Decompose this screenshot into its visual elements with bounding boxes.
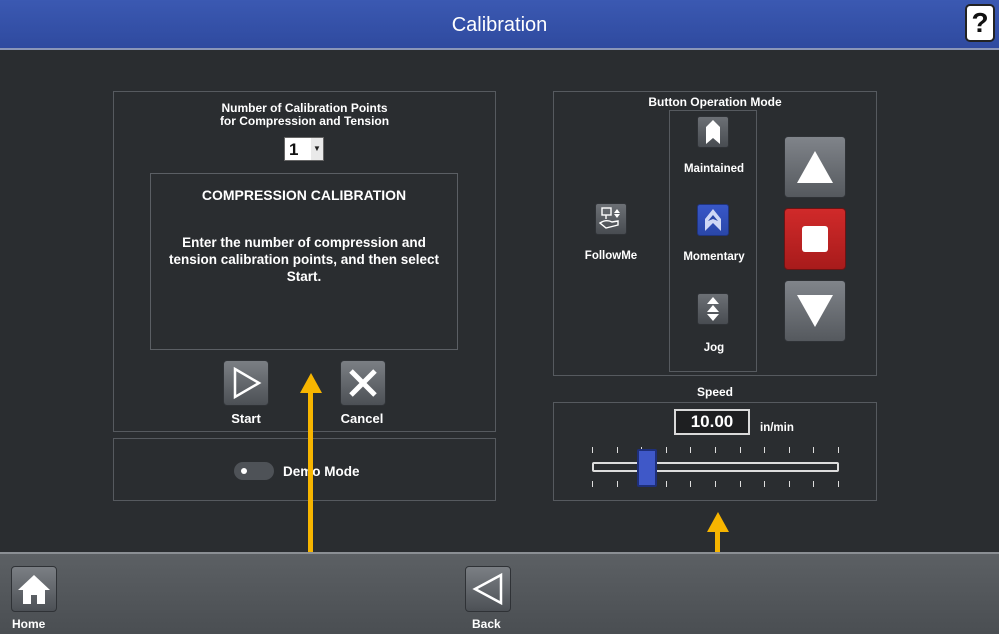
button-operation-title: Button Operation Mode — [648, 95, 782, 109]
slider-tick — [789, 481, 790, 487]
annotation-arrow-head — [707, 512, 729, 532]
slider-tick — [666, 481, 667, 487]
speed-slider-track[interactable] — [592, 462, 839, 472]
maintained-icon — [706, 120, 720, 144]
momentary-icon — [705, 209, 721, 231]
home-icon — [18, 575, 50, 604]
maintained-label: Maintained — [683, 163, 745, 175]
slider-tick — [617, 447, 618, 453]
chevron-down-icon: ▼ — [311, 138, 323, 160]
back-button[interactable] — [465, 566, 511, 612]
demo-mode-panel — [113, 438, 496, 501]
slider-tick — [813, 481, 814, 487]
slider-tick — [617, 481, 618, 487]
start-button[interactable] — [223, 360, 269, 406]
speed-unit: in/min — [760, 422, 794, 434]
jog-button[interactable] — [697, 293, 729, 325]
slider-tick — [592, 447, 593, 453]
calibration-points-label: Number of Calibration Points for Compres… — [219, 101, 390, 128]
maintained-button[interactable] — [697, 116, 729, 148]
slider-tick — [592, 481, 593, 487]
calibration-points-value: 1 — [289, 140, 299, 159]
demo-mode-toggle[interactable] — [234, 462, 274, 480]
momentary-button[interactable] — [697, 204, 729, 236]
slider-tick — [690, 447, 691, 453]
slider-tick — [715, 447, 716, 453]
followme-label: FollowMe — [584, 250, 638, 262]
down-arrow-icon — [797, 295, 833, 327]
slider-tick — [838, 447, 839, 453]
up-arrow-icon — [797, 151, 833, 183]
followme-button[interactable] — [595, 203, 627, 235]
momentary-label: Momentary — [683, 251, 745, 263]
annotation-arrow-head — [300, 373, 322, 393]
play-icon — [233, 366, 262, 400]
demo-mode-label: Demo Mode — [283, 464, 360, 479]
up-button[interactable] — [784, 136, 846, 198]
slider-tick — [838, 481, 839, 487]
bottom-bar: Home Back — [0, 552, 999, 634]
followme-icon — [598, 207, 620, 229]
down-button[interactable] — [784, 280, 846, 342]
slider-tick — [715, 481, 716, 487]
instruction-text: Enter the number of compression and tens… — [168, 235, 440, 284]
jog-label: Jog — [703, 342, 725, 354]
instruction-box: COMPRESSION CALIBRATION Enter the number… — [150, 173, 458, 350]
back-icon — [472, 572, 503, 606]
stop-icon — [802, 226, 828, 252]
slider-tick — [813, 447, 814, 453]
help-button[interactable]: ? — [965, 4, 995, 42]
speed-input[interactable]: 10.00 — [674, 409, 750, 435]
page-title: Calibration — [451, 14, 548, 36]
stop-button[interactable] — [784, 208, 846, 270]
title-bar: Calibration ? — [0, 0, 999, 50]
cancel-button[interactable] — [340, 360, 386, 406]
slider-tick — [789, 447, 790, 453]
instruction-title: COMPRESSION CALIBRATION — [201, 187, 407, 203]
slider-tick — [690, 481, 691, 487]
calibration-points-select[interactable]: 1 ▼ — [284, 137, 324, 161]
close-icon — [349, 369, 377, 397]
back-label: Back — [472, 617, 501, 631]
jog-icon — [707, 297, 719, 321]
speed-slider-thumb[interactable] — [637, 449, 657, 487]
slider-tick — [764, 481, 765, 487]
mode-selector-box — [669, 110, 757, 372]
start-label: Start — [231, 411, 261, 426]
home-label: Home — [12, 617, 46, 631]
home-button[interactable] — [11, 566, 57, 612]
annotation-arrow — [308, 391, 313, 634]
toggle-knob — [241, 468, 247, 474]
slider-tick — [740, 447, 741, 453]
slider-tick — [666, 447, 667, 453]
cancel-label: Cancel — [340, 411, 384, 426]
slider-tick — [740, 481, 741, 487]
speed-title: Speed — [696, 385, 733, 399]
slider-tick — [764, 447, 765, 453]
